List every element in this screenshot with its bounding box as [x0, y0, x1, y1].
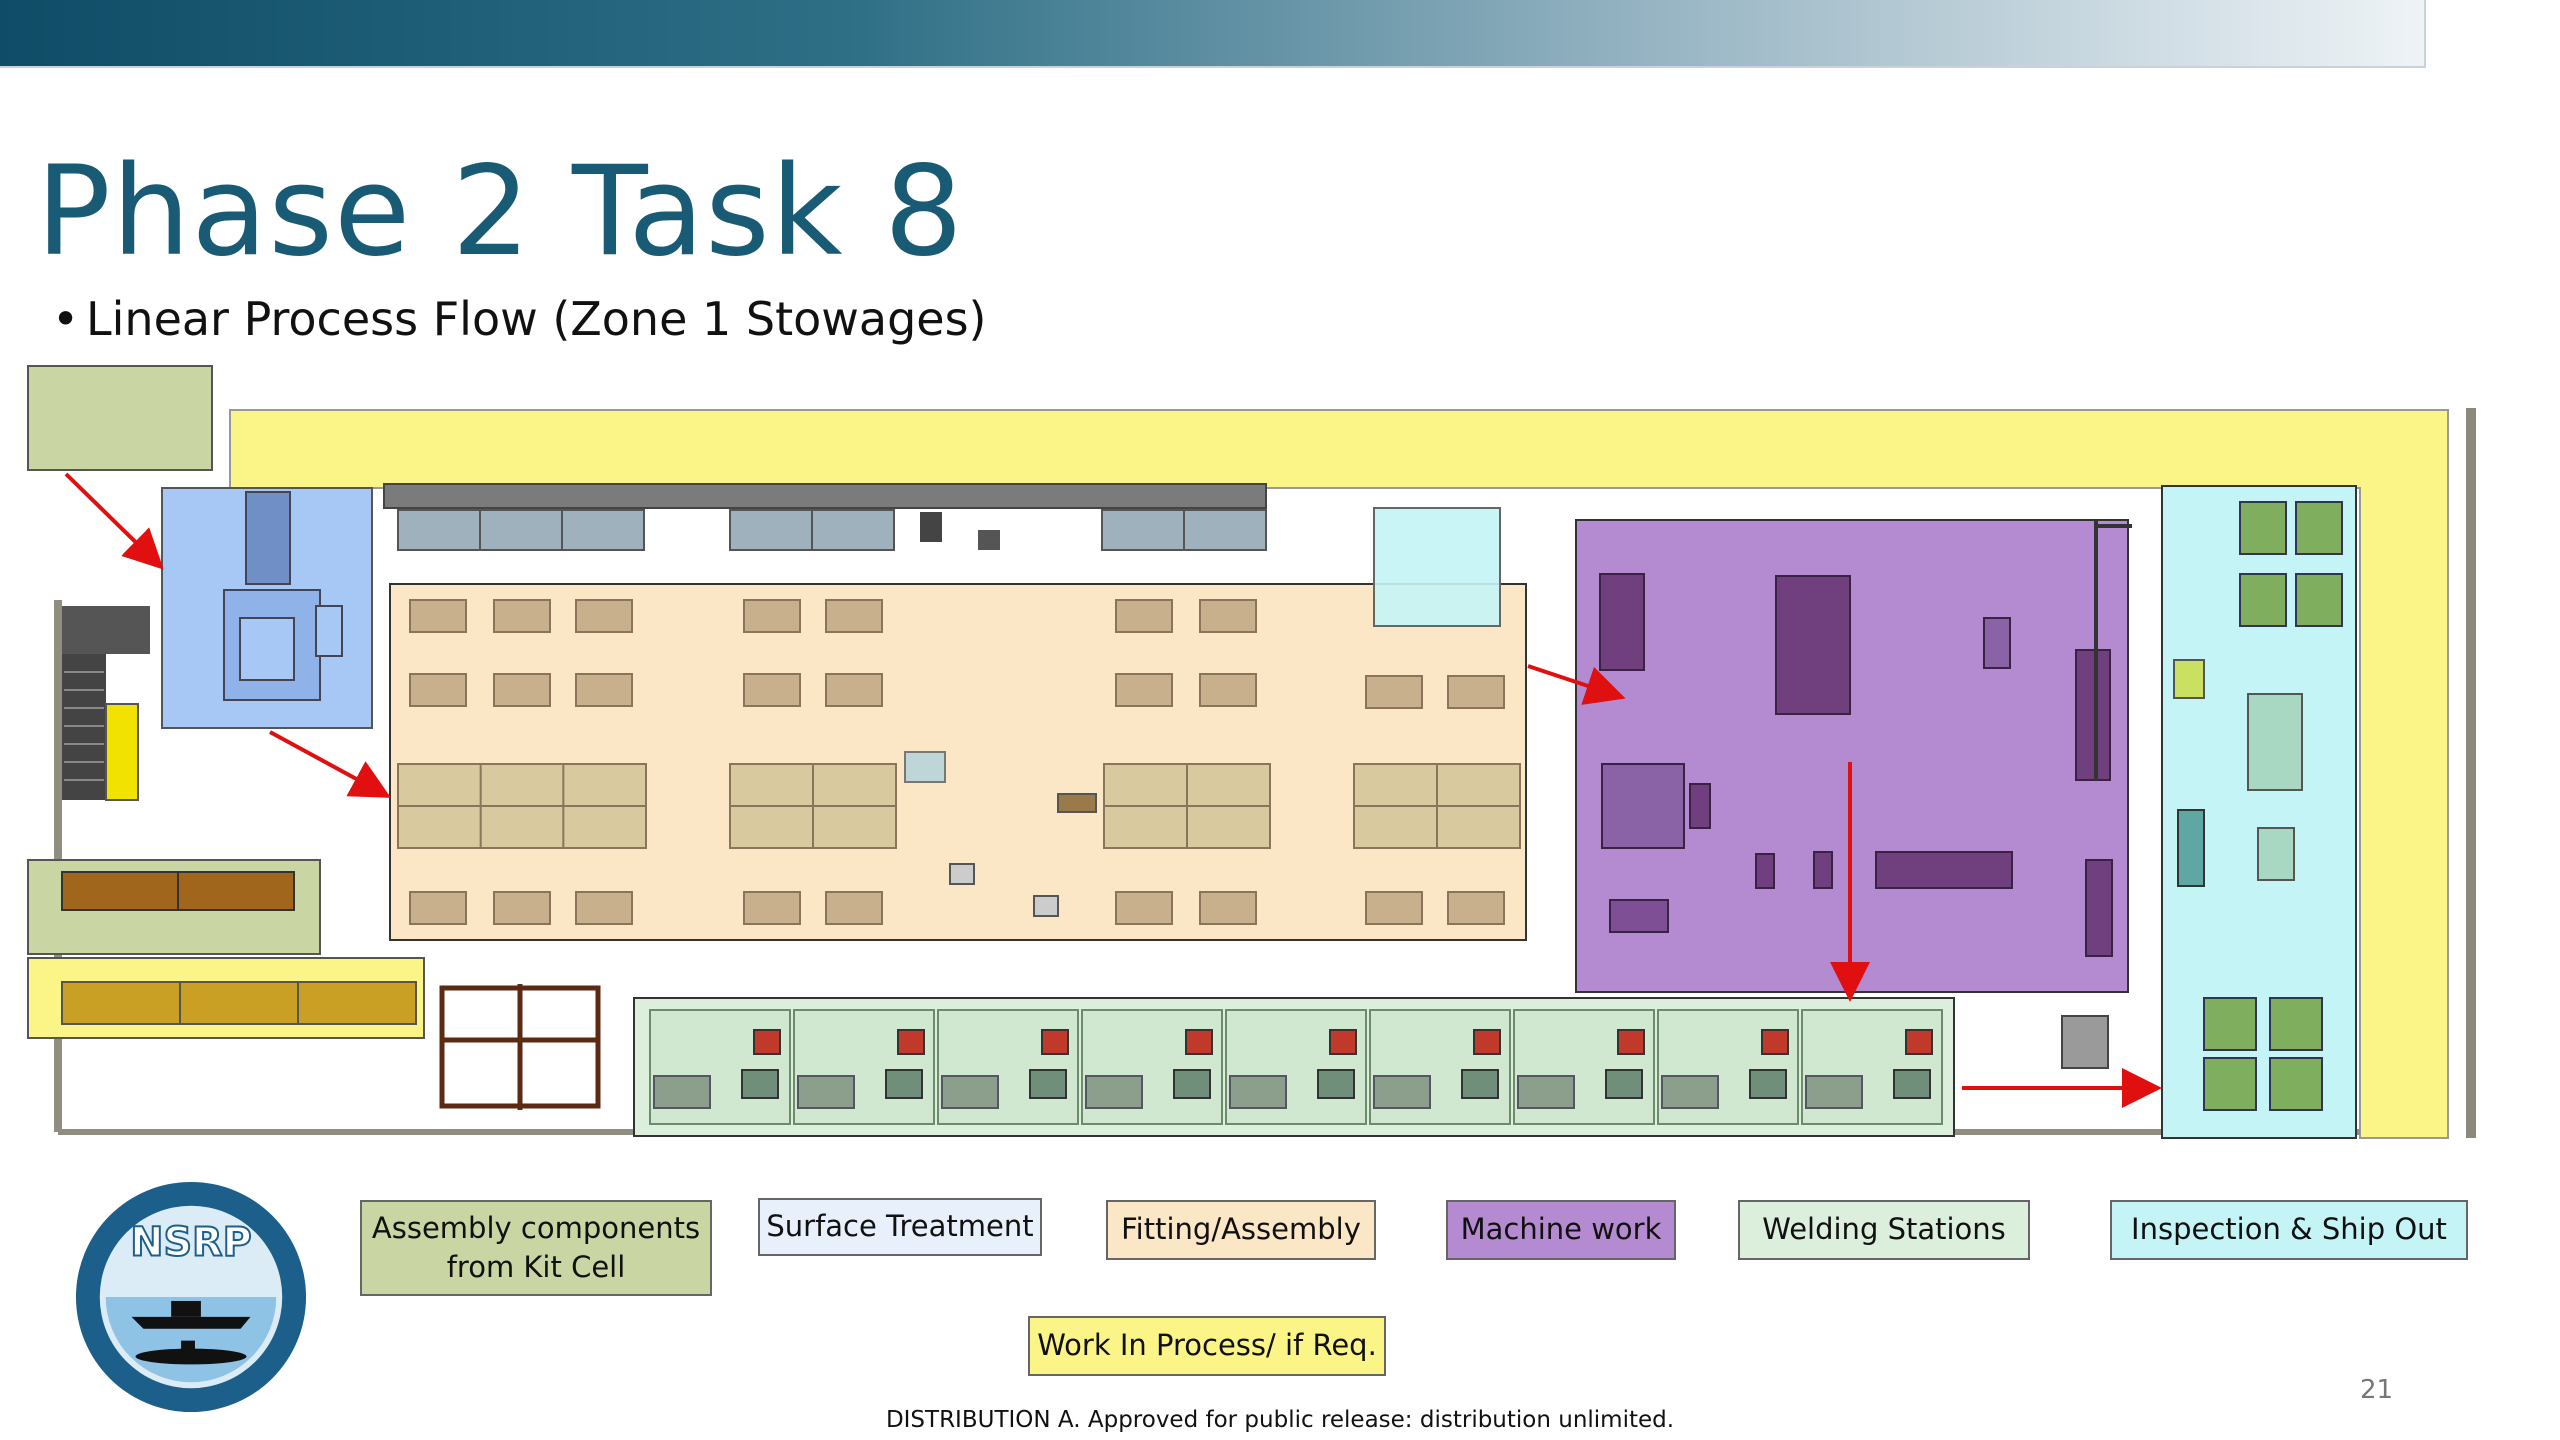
- legend-fitting-assembly: Fitting/Assembly: [1106, 1200, 1376, 1260]
- workbench: [493, 599, 551, 633]
- workbench: [825, 599, 883, 633]
- assembly-table: [1103, 763, 1271, 849]
- legend-kit-cell: Assembly components from Kit Cell: [360, 1200, 712, 1296]
- workbench: [743, 673, 801, 707]
- workbench: [743, 599, 801, 633]
- workbench: [1365, 891, 1423, 925]
- fitting-assembly-area: [389, 583, 1527, 941]
- workbench: [409, 673, 467, 707]
- slide-title: Phase 2 Task 8: [36, 140, 964, 284]
- wip-rack-small: [105, 703, 139, 801]
- welding-station: [1801, 1009, 1943, 1125]
- workbench: [493, 673, 551, 707]
- workbench: [575, 673, 633, 707]
- welding-station: [937, 1009, 1079, 1125]
- workbench: [575, 891, 633, 925]
- welding-station: [793, 1009, 935, 1125]
- workbench: [409, 599, 467, 633]
- nsrp-logo: NSRP: [75, 1181, 307, 1413]
- workbench: [1115, 891, 1173, 925]
- shelving-unit: [439, 984, 601, 1110]
- top-banner: [0, 0, 2426, 68]
- welding-station: [649, 1009, 791, 1125]
- storage-rack-top: [383, 483, 1267, 509]
- welding-station: [1225, 1009, 1367, 1125]
- welding-station: [1657, 1009, 1799, 1125]
- building-wall-right: [2466, 408, 2476, 1138]
- arrow-surface-to-fitting: [269, 730, 392, 798]
- distribution-statement: DISTRIBUTION A. Approved for public rele…: [885, 1407, 1675, 1433]
- assembly-table: [1353, 763, 1521, 849]
- welding-station: [1081, 1009, 1223, 1125]
- workbench: [825, 673, 883, 707]
- welding-station: [1369, 1009, 1511, 1125]
- workbench: [1365, 675, 1423, 709]
- bullet-icon: •: [52, 292, 80, 346]
- workbench: [1115, 673, 1173, 707]
- workbench: [575, 599, 633, 633]
- arrow-kit-to-surface: [64, 472, 164, 570]
- legend-surface-treatment: Surface Treatment: [758, 1198, 1042, 1256]
- page-number: 21: [2360, 1375, 2394, 1405]
- legend-machine-work: Machine work: [1446, 1200, 1676, 1260]
- workbench: [1199, 599, 1257, 633]
- legend-inspection-ship-out: Inspection & Ship Out: [2110, 1200, 2468, 1260]
- workbench: [493, 891, 551, 925]
- workbench: [1199, 891, 1257, 925]
- arrow-fitting-to-machine: [1527, 664, 1626, 705]
- welding-station: [1513, 1009, 1655, 1125]
- workbench: [1115, 599, 1173, 633]
- inspection-cabinet: [1373, 507, 1501, 627]
- legend-work-in-process: Work In Process/ if Req.: [1028, 1316, 1386, 1376]
- kit-cell-area: [27, 365, 213, 471]
- workbench: [1447, 891, 1505, 925]
- bullet-item: •Linear Process Flow (Zone 1 Stowages): [52, 292, 987, 346]
- legend-welding-stations: Welding Stations: [1738, 1200, 2030, 1260]
- stairs: [62, 606, 150, 654]
- workbench: [825, 891, 883, 925]
- bullet-text: Linear Process Flow (Zone 1 Stowages): [86, 292, 987, 346]
- workbench: [1447, 675, 1505, 709]
- workbench: [743, 891, 801, 925]
- process-flow-arrows: [64, 472, 2162, 1108]
- logo-text: NSRP: [130, 1219, 251, 1265]
- workbench: [1199, 673, 1257, 707]
- assembly-table: [397, 763, 647, 849]
- workbench: [409, 891, 467, 925]
- assembly-table: [729, 763, 897, 849]
